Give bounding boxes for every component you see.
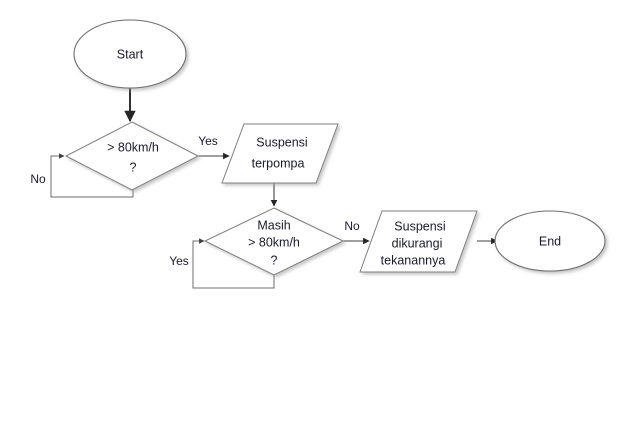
- edge-label-yes-2: Yes: [169, 254, 189, 268]
- node-decision-speed-over-80[interactable]: > 80km/h ?: [64, 121, 200, 191]
- edge-decision1-yes-to-process1: Yes: [198, 134, 230, 160]
- node-end[interactable]: End: [494, 210, 606, 272]
- process2-label-line2: dikurangi: [392, 236, 443, 250]
- process2-label-line1: Suspensi: [394, 219, 445, 233]
- edge-decision2-yes-loop: Yes: [169, 238, 275, 289]
- edge-label-no-1: No: [30, 172, 46, 186]
- end-label: End: [539, 234, 561, 248]
- process2-parallelogram[interactable]: [359, 210, 478, 273]
- connector-line: [192, 238, 275, 289]
- process1-label-line2: terpompa: [252, 156, 305, 170]
- node-decision-masih-over-80[interactable]: Masih > 80km/h ?: [203, 207, 345, 276]
- process2-label-line3: tekanannya: [381, 253, 446, 267]
- edge-decision1-no-loop: No: [30, 153, 134, 198]
- edge-decision2-no-to-process2: No: [343, 219, 370, 245]
- edge-label-yes-1: Yes: [198, 134, 218, 148]
- decision2-label-line1: Masih: [257, 218, 290, 232]
- decision1-label-line1: > 80km/h: [107, 140, 159, 154]
- edge-label-no-2: No: [344, 219, 360, 233]
- process1-label-line1: Suspensi: [256, 135, 307, 149]
- node-process-suspensi-terpompa[interactable]: Suspensi terpompa: [221, 123, 339, 184]
- decision1-label-line2: ?: [130, 160, 137, 174]
- decision1-diamond[interactable]: [64, 121, 200, 191]
- start-ellipse[interactable]: [73, 19, 187, 89]
- decision2-label-line2: > 80km/h: [248, 235, 300, 249]
- decision2-diamond[interactable]: [203, 207, 345, 276]
- node-process-suspensi-dikurangi[interactable]: Suspensi dikurangi tekanannya: [359, 210, 478, 273]
- node-start[interactable]: Start: [73, 19, 187, 89]
- process1-parallelogram[interactable]: [221, 123, 339, 184]
- connector-line: [50, 153, 134, 198]
- decision2-label-line3: ?: [271, 253, 278, 267]
- end-ellipse[interactable]: [494, 210, 606, 272]
- start-label: Start: [117, 47, 144, 61]
